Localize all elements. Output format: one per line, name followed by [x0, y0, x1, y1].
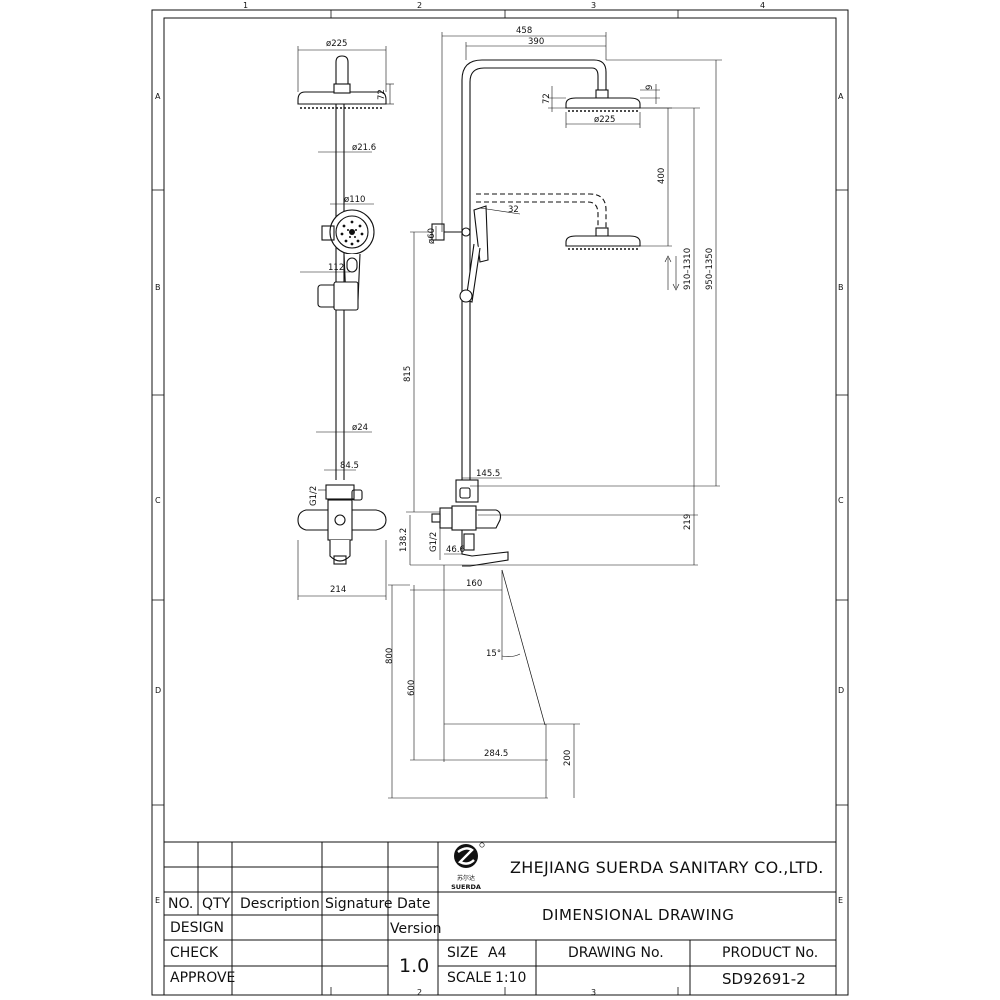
zone-row-b-right: B — [838, 283, 844, 292]
svg-text:15°: 15° — [486, 649, 501, 659]
header-date: Date — [397, 896, 431, 912]
zone-col-2-top: 2 — [417, 1, 423, 10]
svg-text:72: 72 — [377, 89, 387, 100]
zone-row-d-right: D — [838, 686, 845, 695]
header-signature: Signature — [325, 896, 393, 912]
svg-text:32: 32 — [508, 205, 519, 215]
svg-text:284.5: 284.5 — [484, 749, 508, 759]
svg-text:138.2: 138.2 — [399, 528, 409, 552]
zone-row-a-left: A — [155, 92, 161, 101]
svg-text:SUERDA: SUERDA — [451, 883, 481, 891]
label-drawing-no: DRAWING No. — [568, 945, 664, 961]
svg-text:46.6: 46.6 — [446, 545, 465, 555]
label-check: CHECK — [170, 945, 219, 961]
svg-text:910–1310: 910–1310 — [683, 248, 693, 290]
zone-col-2-bottom: 2 — [417, 988, 423, 997]
svg-text:ø60: ø60 — [427, 228, 437, 244]
svg-text:160: 160 — [466, 579, 482, 589]
svg-text:ø225: ø225 — [326, 39, 347, 49]
side-dim-lines — [388, 32, 722, 799]
svg-text:ø24: ø24 — [352, 423, 368, 433]
front-dim-text: ø225 72 ø21.6 ø110 112 ø24 84.5 G1/2 214 — [309, 39, 387, 595]
label-design: DESIGN — [170, 920, 224, 936]
header-description: Description — [240, 896, 320, 912]
svg-text:72: 72 — [542, 93, 552, 104]
svg-text:ø225: ø225 — [594, 115, 615, 125]
zone-row-e-left: E — [155, 896, 161, 905]
title-block-grid — [163, 841, 837, 996]
outer-border — [151, 9, 849, 996]
header-qty: QTY — [202, 896, 231, 912]
label-size: SIZE — [447, 945, 479, 961]
zone-row-d-left: D — [155, 686, 162, 695]
label-scale: SCALE — [447, 970, 492, 986]
svg-text:815: 815 — [403, 366, 413, 382]
svg-text:ø110: ø110 — [344, 195, 365, 205]
zone-row-e-right: E — [838, 896, 844, 905]
zone-row-c-left: C — [155, 496, 161, 505]
side-dim-text: 458 390 72 9 ø225 400 32 ø60 910–1310 95… — [385, 26, 715, 766]
drawing-title: DIMENSIONAL DRAWING — [542, 906, 735, 924]
inner-border — [163, 17, 837, 996]
company-name: ZHEJIANG SUERDA SANITARY CO.,LTD. — [510, 858, 824, 877]
front-dim-lines — [297, 46, 394, 600]
svg-text:ø21.6: ø21.6 — [352, 143, 376, 153]
svg-text:458: 458 — [516, 26, 532, 36]
size-value: A4 — [488, 945, 507, 961]
svg-text:219: 219 — [683, 514, 693, 530]
svg-text:G1/2: G1/2 — [429, 532, 439, 552]
company-logo: 苏尔达 SUERDA — [451, 842, 485, 891]
zone-row-c-right: C — [838, 496, 844, 505]
svg-text:苏尔达: 苏尔达 — [457, 874, 475, 882]
version-value: 1.0 — [399, 955, 430, 977]
svg-text:800: 800 — [385, 648, 395, 664]
svg-text:200: 200 — [563, 750, 573, 766]
side-view — [431, 59, 641, 726]
label-version: Version — [390, 921, 442, 937]
label-product-no: PRODUCT No. — [722, 945, 819, 961]
zone-col-3-top: 3 — [591, 1, 597, 10]
label-approve: APPROVE — [170, 970, 236, 986]
svg-text:950–1350: 950–1350 — [705, 248, 715, 290]
svg-text:214: 214 — [330, 585, 346, 595]
zone-row-b-left: B — [155, 283, 161, 292]
svg-text:G1/2: G1/2 — [309, 486, 319, 506]
svg-text:84.5: 84.5 — [340, 461, 359, 471]
svg-text:600: 600 — [407, 680, 417, 696]
front-view — [297, 55, 387, 565]
zone-row-a-right: A — [838, 92, 844, 101]
zone-col-3-bottom: 3 — [591, 988, 597, 997]
zone-col-4-top: 4 — [760, 1, 766, 10]
zone-col-1-top: 1 — [243, 1, 249, 10]
product-no-value: SD92691-2 — [722, 970, 806, 988]
header-no: NO. — [168, 896, 194, 912]
svg-text:145.5: 145.5 — [476, 469, 500, 479]
svg-text:112: 112 — [328, 263, 344, 273]
svg-text:390: 390 — [528, 37, 544, 47]
scale-value: 1:10 — [495, 970, 527, 986]
svg-text:400: 400 — [657, 168, 667, 184]
svg-text:9: 9 — [645, 85, 655, 90]
zone-ticks — [152, 10, 848, 995]
